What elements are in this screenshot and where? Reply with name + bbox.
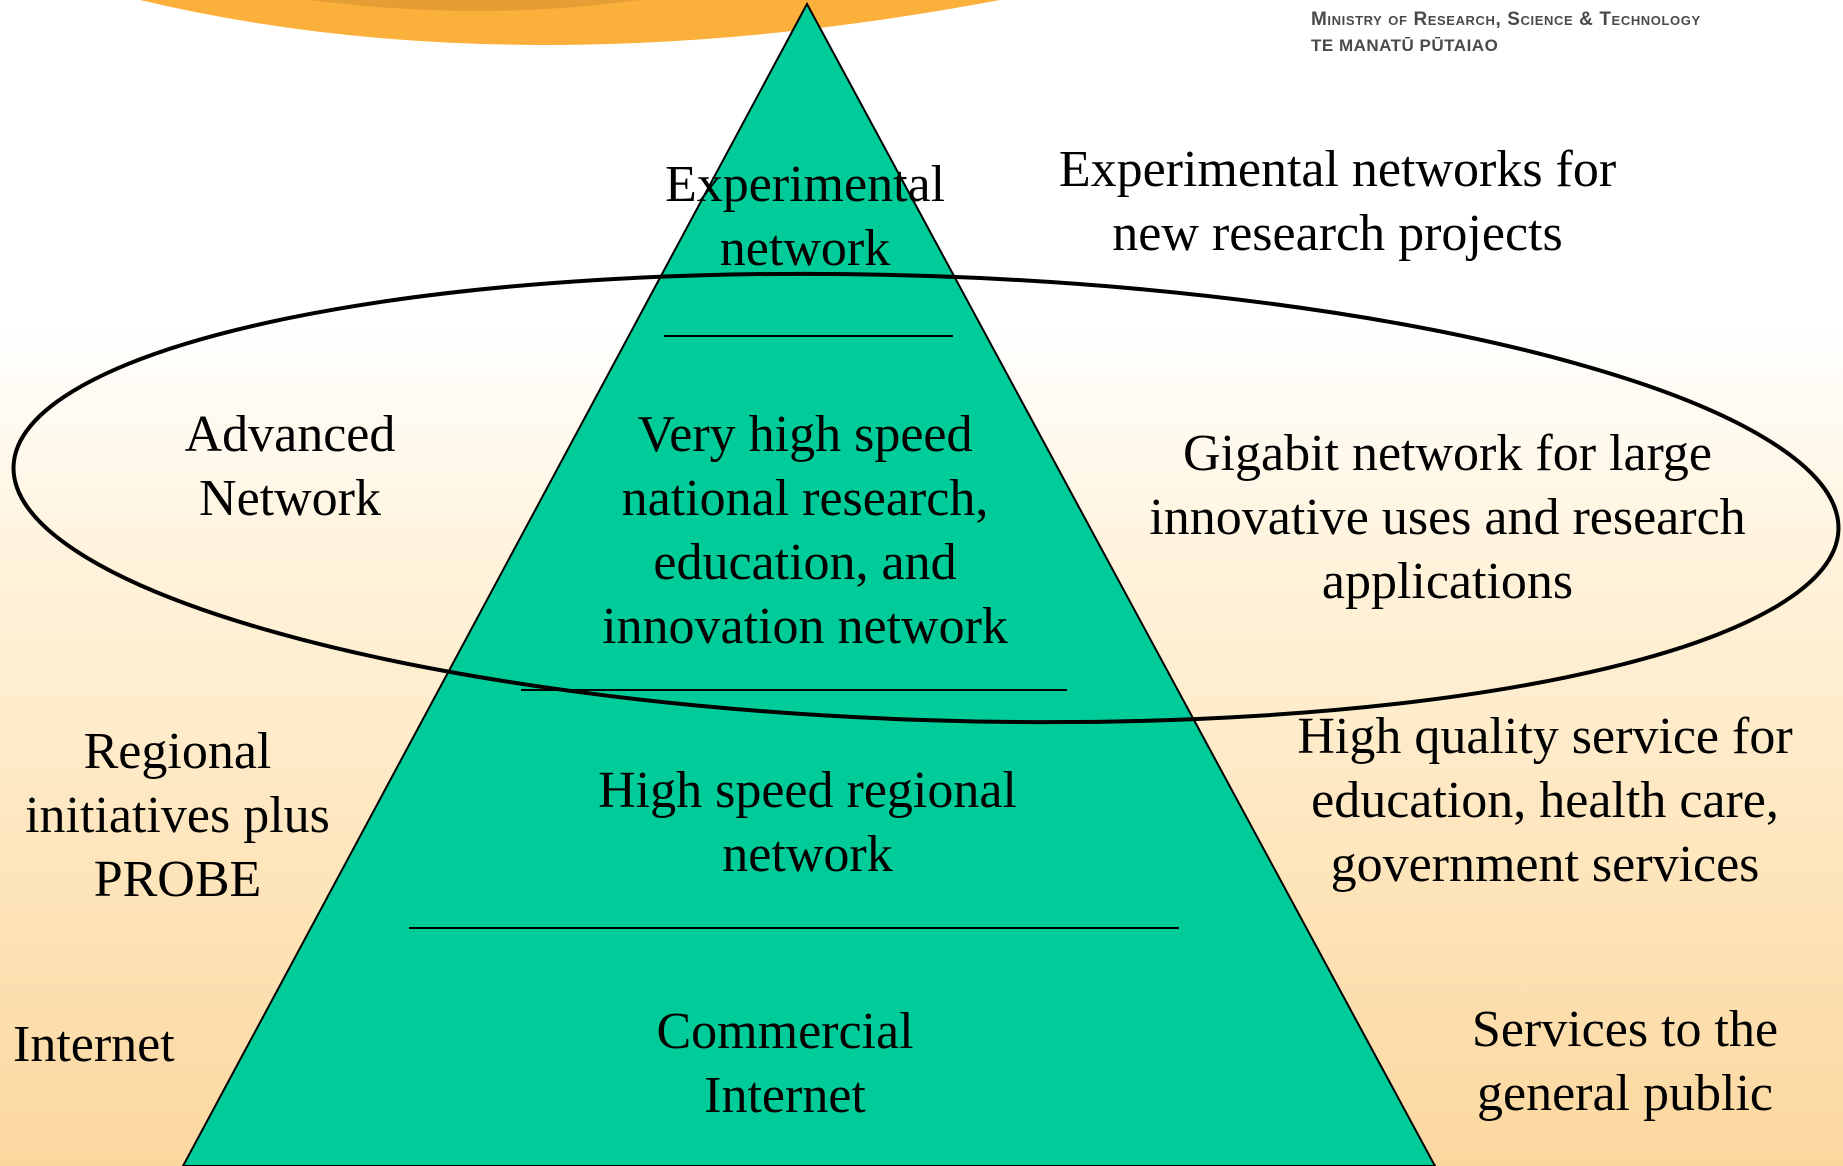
tier-label-regional: High speed regional network [598,762,1017,883]
left-label-regional: Regional initiatives plus PROBE [25,723,330,908]
ministry-logo-text: Ministry of Research, Science & Technolo… [1311,7,1701,59]
header-orange-arc [140,0,1000,45]
ministry-name: Ministry of Research, Science & Technolo… [1311,9,1701,30]
right-label-gigabit: Gigabit network for large innovative use… [1149,425,1746,610]
tier-label-commercial: Commercial Internet [656,1003,914,1124]
left-label-internet: Internet [13,1016,175,1073]
pyramid [181,1,1437,1166]
left-label-advanced-network: Advanced Network [184,406,396,527]
ministry-maori-name: TE MANATŪ PŪTAIAO [1311,36,1499,55]
tier-label-experimental: Experimental network [664,156,946,277]
right-label-general-public: Services to the general public [1471,1001,1779,1122]
advanced-network-ellipse [11,271,1841,725]
right-label-experimental: Experimental networks for new research p… [1058,141,1617,262]
header-arc-shadow [310,0,640,11]
right-label-high-quality: High quality service for education, heal… [1297,708,1793,893]
tier-label-national-research: Very high speed national research, educa… [602,406,1008,655]
